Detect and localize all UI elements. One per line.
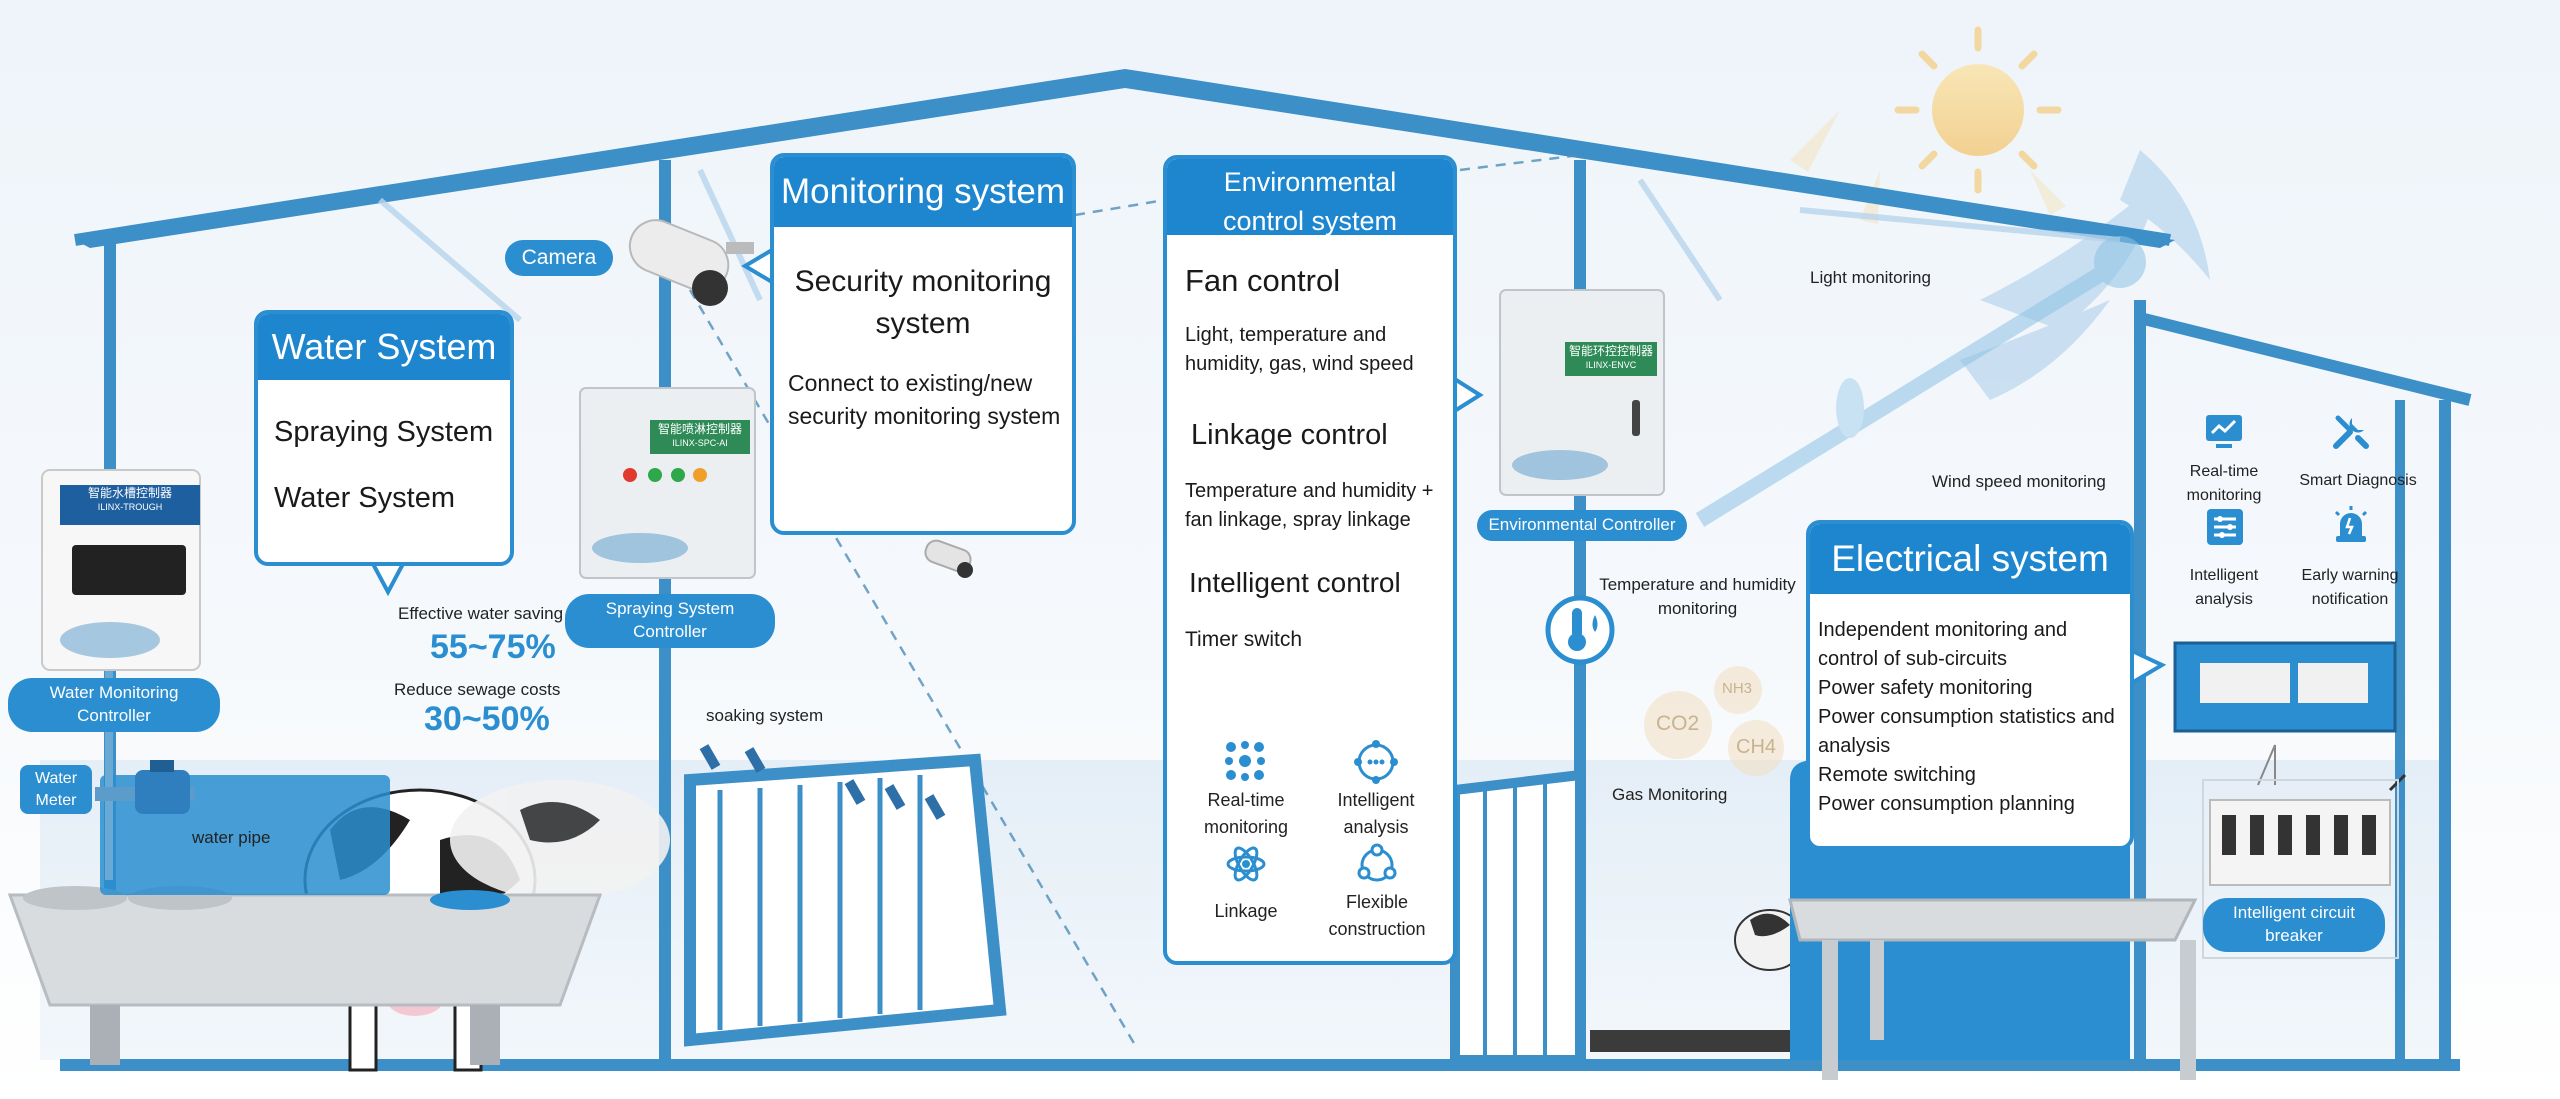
water-system-title: Water System <box>258 314 510 380</box>
water-monitoring-controller-label: Water Monitoring Controller <box>8 678 220 732</box>
electrical-item-4: Remote switching <box>1818 764 1976 786</box>
monitoring-system-title: Monitoring system <box>774 157 1072 227</box>
calf-illustration <box>1734 909 1806 971</box>
security-monitoring-desc: Connect to existing/new security monitor… <box>788 370 1061 430</box>
feature-intelligent-analysis: Intelligent analysis <box>1337 790 1415 837</box>
feature-flexible-construction: Flexible construction <box>1328 892 1426 939</box>
intelligent-control-desc: Timer switch <box>1185 628 1303 651</box>
elec-feature-diagnosis: Smart Diagnosis <box>2299 472 2417 489</box>
water-controller-plate: 智能水槽控制器 ILINX-TROUGH <box>62 486 198 513</box>
gas-bubbles <box>1644 666 1784 776</box>
flexible-construction-icon <box>1357 843 1397 882</box>
environmental-system-box: Environmental control system Fan control… <box>1163 155 1457 965</box>
intelligent-control-heading: Intelligent control <box>1189 567 1401 598</box>
intelligent-analysis-icon <box>1354 740 1398 784</box>
gas-ch4-label: CH4 <box>1736 736 1777 758</box>
wind-speed-monitoring-label: Wind speed monitoring <box>1932 472 2106 491</box>
spraying-controller-device <box>579 387 756 579</box>
water-saving-label: Effective water saving <box>398 604 564 623</box>
sewage-cost-label: Reduce sewage costs <box>394 680 561 699</box>
feed-table <box>1788 898 2198 1080</box>
elec-feature-realtime: Real-time monitoring <box>2186 463 2262 504</box>
water-system-item: Water System <box>274 482 456 514</box>
env-controller-cn: 智能环控控制器 <box>1568 344 1653 358</box>
spraying-system-item: Spraying System <box>274 416 494 448</box>
alarm-icon <box>2334 506 2368 542</box>
fan-control-heading: Fan control <box>1185 263 1341 298</box>
feeding-fence <box>684 744 1007 1047</box>
small-camera <box>924 539 973 578</box>
env-controller-plate: 智能环控控制器 ILINX-ENVC <box>1566 344 1656 371</box>
water-pipe-illustration <box>95 640 195 880</box>
realtime-monitoring-icon <box>1225 741 1265 781</box>
environmental-controller-label: Environmental Controller <box>1477 510 1687 541</box>
feature-linkage: Linkage <box>1214 901 1278 921</box>
electrical-item-5: Power consumption planning <box>1818 793 2075 815</box>
water-controller-model: ILINX-TROUGH <box>97 501 163 512</box>
wind-icon <box>1960 150 2210 400</box>
security-monitoring-heading: Security monitoring system <box>794 265 1052 340</box>
circuit-breaker-panel <box>2173 641 2397 733</box>
spray-controller-cn: 智能喷淋控制器 <box>657 422 742 436</box>
water-pipe-label: water pipe <box>192 828 271 847</box>
water-controller-cn: 智能水槽控制器 <box>87 486 172 500</box>
water-monitoring-device <box>41 469 201 671</box>
water-saving-value: 55~75% <box>430 628 556 666</box>
gas-nh3-label: NH3 <box>1722 680 1753 697</box>
sun-icon <box>1894 26 2062 194</box>
chart-monitor-icon <box>2206 415 2242 448</box>
circuit-breaker-device <box>2209 773 2407 886</box>
electrical-system-box: Electrical system Independent monitoring… <box>1806 520 2134 850</box>
environmental-controller-device <box>1499 289 1665 496</box>
soaking-system-label: soaking system <box>706 706 824 725</box>
intelligent-circuit-breaker-label: Intelligent circuit breaker <box>2203 898 2385 952</box>
sliders-icon <box>2207 509 2243 545</box>
elec-feature-analysis: Intelligent analysis <box>2189 567 2259 608</box>
electrical-item-3: Power consumption statistics and analysi… <box>1818 706 2115 757</box>
sewage-cost-value: 30~50% <box>424 700 550 738</box>
gas-monitoring-label: Gas Monitoring <box>1612 785 1728 804</box>
env-controller-model: ILINX-ENVC <box>1585 359 1637 370</box>
thermometer-icon <box>1545 595 1615 665</box>
electrical-item-2: Power safety monitoring <box>1818 677 2033 699</box>
gas-co2-label: CO2 <box>1656 712 1700 735</box>
spray-controller-plate: 智能喷淋控制器 ILINX-SPC-AI <box>652 422 748 449</box>
monitoring-system-box: Monitoring system Security monitoring sy… <box>770 153 1076 535</box>
environmental-system-title: Environmental control system <box>1167 159 1453 236</box>
spraying-controller-label: Spraying System Controller <box>565 594 775 648</box>
spray-controller-model: ILINX-SPC-AI <box>672 437 728 448</box>
wrench-icon <box>2333 415 2369 449</box>
elec-feature-warning: Early warning notification <box>2301 567 2399 608</box>
fan-control-desc: Light, temperature and humidity, gas, wi… <box>1185 324 1414 375</box>
linkage-icon <box>1226 846 1266 882</box>
feature-realtime-monitoring: Real-time monitoring <box>1203 790 1289 837</box>
electrical-item-1: Independent monitoring and control of su… <box>1818 619 2068 670</box>
light-monitoring-label: Light monitoring <box>1810 268 1931 287</box>
electrical-system-title: Electrical system <box>1810 524 2130 594</box>
water-system-box: Water System Spraying System Water Syste… <box>254 310 514 566</box>
water-meter-label: Water Meter <box>20 765 92 815</box>
security-camera <box>628 219 754 306</box>
temp-humidity-monitoring-label: Temperature and humidity monitoring <box>1599 575 1796 618</box>
linkage-control-desc: Temperature and humidity + fan linkage, … <box>1185 480 1434 531</box>
linkage-control-heading: Linkage control <box>1191 419 1388 451</box>
camera-label: Camera <box>505 240 613 277</box>
